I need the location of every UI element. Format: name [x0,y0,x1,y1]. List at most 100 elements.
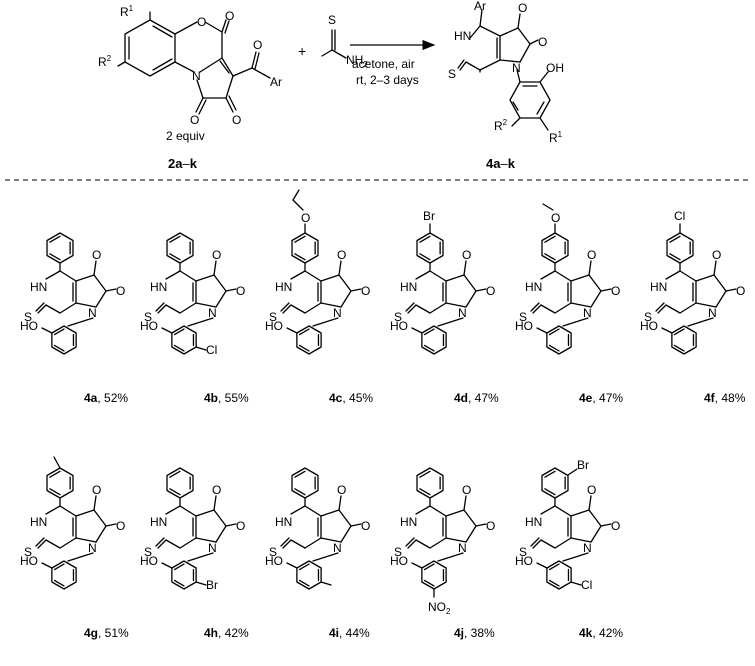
thioamide-nh2: NH2 [346,53,368,69]
keto-oxygen-1: O [587,248,596,262]
hydroxy-label: HO [20,319,38,333]
thioamide-sulfur: S [328,13,336,27]
compound-label: 4g, 51% [84,626,129,640]
keto-oxygen-2: O [236,519,245,533]
compound-label: 4a, 52% [84,391,128,405]
bromo-label: Br [206,578,218,592]
product-r1-label: R1 [549,130,563,145]
product-nitrogen: N [512,61,521,75]
compound-label: 4d, 47% [454,391,499,405]
keto-oxygen-2: O [361,284,370,298]
ring-nitrogen: N [458,306,467,320]
product-general-structure [457,9,551,131]
hydroxy-label: HO [140,554,158,568]
keto-oxygen-1: O [212,483,221,497]
reactant-acyl-oxygen: O [253,38,262,52]
keto-oxygen-2: O [486,519,495,533]
ring-nitrogen: N [208,306,217,320]
keto-oxygen-2: O [611,284,620,298]
compound-label: 4k, 42% [579,626,623,640]
hydroxy-label: HO [20,554,38,568]
compound-label: 4h, 42% [204,626,249,640]
nh-label: HN [525,280,542,294]
keto-oxygen-2: O [236,284,245,298]
compound-label: 4f, 48% [704,391,746,405]
reactant-r1-label: R1 [120,4,134,19]
compound-label: 4c, 45% [329,391,373,405]
nh-label: HN [150,280,167,294]
nh-label: HN [525,515,542,529]
thioacetamide-structure [321,29,347,59]
keto-oxygen-1: O [92,483,101,497]
keto-oxygen-1: O [337,483,346,497]
product-nh: HN [454,29,471,43]
conditions-line-1: acetone, air [352,57,415,71]
chloro-label: Cl [674,209,685,223]
keto-oxygen-1: O [712,248,721,262]
reactant-compound-label: 2a–k [168,156,198,171]
reactant-ar-label: Ar [270,75,282,89]
reactant-ring-oxygen: O [197,15,206,29]
keto-oxygen-2: O [611,519,620,533]
thione-sulfur: S [269,545,277,559]
reactant-ketone-oxygen-2: O [232,113,241,127]
compound-label: 4i, 44% [329,626,370,640]
thione-sulfur: S [519,310,527,324]
nh-label: HN [275,515,292,529]
thione-sulfur: S [24,310,32,324]
thione-sulfur: S [144,310,152,324]
hydroxy-label: HO [390,319,408,333]
plus-sign: + [298,43,306,59]
reactant-structure [117,11,271,115]
keto-oxygen-1: O [337,248,346,262]
keto-oxygen-2: O [116,519,125,533]
product-compound-label: 4a–k [486,156,516,171]
thione-sulfur: S [269,310,277,324]
keto-oxygen-2: O [736,284,745,298]
compound-label: 4e, 47% [579,391,623,405]
ethoxy-oxygen: O [301,211,310,225]
reactant-nitrogen: N [192,69,201,83]
hydroxy-label: HO [515,554,533,568]
compound-label: 4j, 38% [454,626,495,640]
ring-nitrogen: N [88,541,97,555]
keto-oxygen-1: O [212,248,221,262]
product-oxygen-1: O [518,1,527,15]
product-ar-label: Ar [474,0,486,13]
thione-sulfur: S [144,545,152,559]
nh-label: HN [30,515,47,529]
reactant-ketone-oxygen-1: O [190,113,199,127]
chloro-label: Cl [206,343,217,357]
ring-nitrogen: N [583,541,592,555]
hydroxy-label: HO [265,554,283,568]
keto-oxygen-2: O [486,284,495,298]
nh-label: HN [275,280,292,294]
reactant-lactone-oxygen: O [225,9,234,23]
keto-oxygen-1: O [92,248,101,262]
compound-label: 4b, 55% [204,391,249,405]
ring-nitrogen: N [333,541,342,555]
thione-sulfur: S [519,545,527,559]
ring-nitrogen: N [208,541,217,555]
methoxy-oxygen: O [551,211,560,225]
product-r2-label: R2 [494,118,508,133]
reactant-r2-label: R2 [98,54,112,69]
bromo-label: Br [423,209,435,223]
ring-nitrogen: N [583,306,592,320]
nh-label: HN [400,515,417,529]
ring-nitrogen: N [458,541,467,555]
thione-sulfur: S [394,310,402,324]
compound-grid: HN S O O N HO 4a, 52% HN S O O N HO Cl 4b, 55% O HN S O O N H… [20,189,746,640]
conditions-line-2: rt, 2–3 days [356,73,419,87]
nh-label: HN [30,280,47,294]
keto-oxygen-1: O [462,483,471,497]
